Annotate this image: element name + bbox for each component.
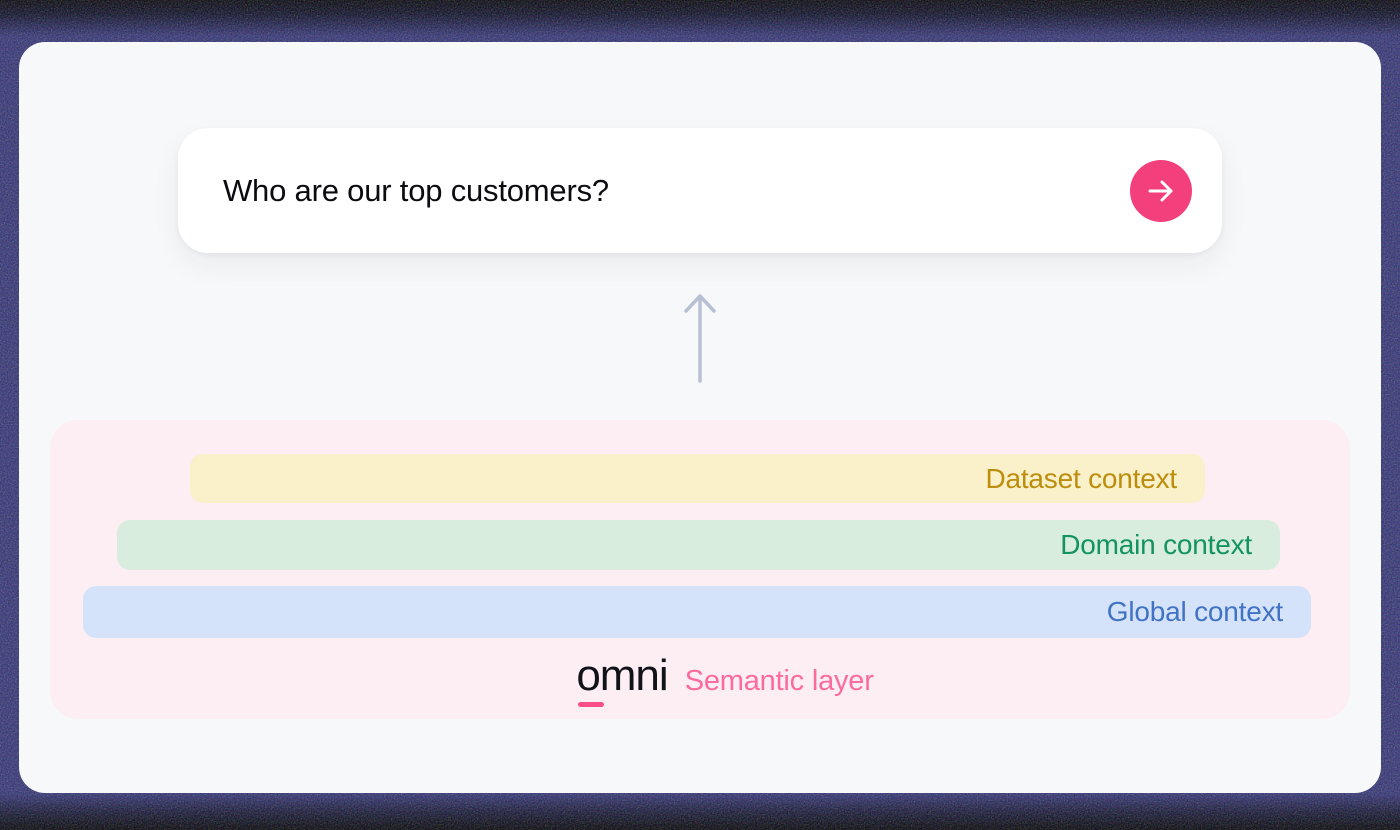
layer-label-global: Global context [1106, 596, 1283, 627]
query-text: Who are our top customers? [223, 172, 609, 208]
semantic-layer-panel: Dataset context Domain context Global co… [50, 420, 1350, 719]
query-input[interactable]: Who are our top customers? [178, 128, 1222, 253]
arrow-up-icon [684, 294, 716, 383]
submit-button[interactable] [1130, 159, 1192, 222]
layer-bar-global: Global context [83, 586, 1311, 638]
layer-bar-dataset: Dataset context [190, 454, 1205, 503]
omni-logo: omni [576, 651, 669, 707]
semantic-layer-caption: Semantic layer [684, 665, 874, 697]
layer-label-domain: Domain context [1060, 529, 1252, 560]
brand-row: omni Semantic layer [75, 654, 1375, 712]
omni-logo-underline [578, 702, 605, 707]
canvas: Who are our top customers? Dataset conte… [19, 42, 1381, 793]
arrow-right-icon [1148, 180, 1173, 201]
omni-logo-text: omni [576, 651, 668, 700]
layer-bar-domain: Domain context [117, 520, 1280, 570]
layer-label-dataset: Dataset context [985, 462, 1177, 494]
